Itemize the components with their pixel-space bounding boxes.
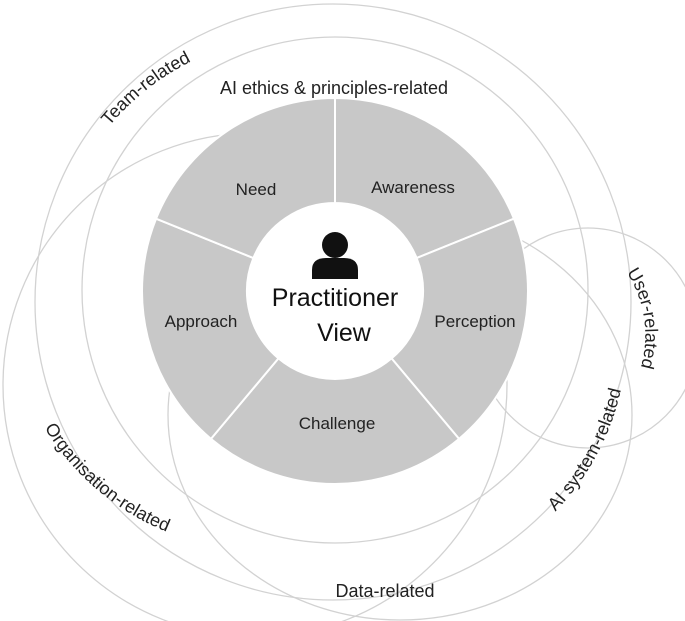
segment-label-need: Need xyxy=(236,180,277,199)
segments-ring xyxy=(141,96,529,485)
segment-label-awareness: Awareness xyxy=(371,178,455,197)
svg-text:Organisation-related: Organisation-related xyxy=(41,419,173,535)
person-icon xyxy=(312,232,358,279)
center-circle xyxy=(247,203,423,379)
segment-label-approach: Approach xyxy=(165,312,238,331)
team-ring xyxy=(34,3,632,601)
svg-text:User-related: User-related xyxy=(623,264,661,371)
label-user: User-related xyxy=(623,264,661,371)
ethics-ring xyxy=(81,36,589,544)
center-title-line1: Practitioner xyxy=(272,284,398,312)
segment-label-perception: Perception xyxy=(434,312,515,331)
label-team: Team-related xyxy=(97,47,193,129)
label-ai-system: AI system-related xyxy=(544,386,625,514)
svg-text:Team-related: Team-related xyxy=(97,47,193,129)
segment-label-challenge: Challenge xyxy=(299,414,376,433)
svg-text:AI system-related: AI system-related xyxy=(544,386,625,514)
center-title-line2: View xyxy=(317,319,372,347)
label-ethics: AI ethics & principles-related xyxy=(220,78,448,98)
label-data: Data-related xyxy=(335,581,434,601)
label-organisation: Organisation-related xyxy=(41,419,173,535)
